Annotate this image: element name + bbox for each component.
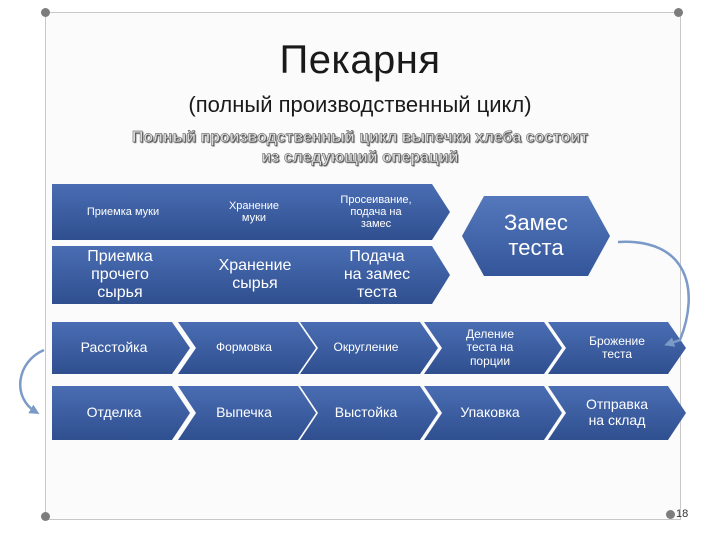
page-number: 18	[676, 508, 689, 520]
row2-step-label: Хранение сырья	[218, 257, 292, 292]
frame-corner-dot	[41, 512, 50, 521]
row3-step-label: Расстойка	[80, 339, 148, 356]
row3-step-shape	[548, 322, 686, 374]
connector-arrow-right	[617, 240, 690, 347]
row1-step-shape	[300, 184, 450, 240]
row1-step-label: Хранение муки	[228, 199, 280, 224]
frame-corner-dot	[674, 8, 683, 17]
row4-step-label: Выстойка	[334, 404, 398, 421]
kneading-hexagon	[462, 196, 610, 276]
frame-corner-dot	[41, 8, 50, 17]
row4-step-shape	[52, 386, 190, 440]
row4-step-label: Отделка	[86, 404, 142, 421]
row1-step-shape	[52, 184, 202, 240]
row3-step-shape	[178, 322, 316, 374]
intro-text: Полный производственный цикл выпечки хле…	[0, 128, 720, 168]
row3-step-label: Формовка	[216, 340, 272, 355]
intro-line-2: из следующий операций	[261, 149, 459, 166]
connector-arrow-left	[19, 348, 45, 415]
row4-step-shape	[548, 386, 686, 440]
row1-step-shape	[178, 184, 328, 240]
row3-step-shape	[52, 322, 190, 374]
row4-step-label: Упаковка	[460, 404, 520, 421]
kneading-label: Замес теста	[504, 210, 568, 260]
row3-step-shape	[424, 322, 562, 374]
row2-step-shape	[52, 246, 202, 304]
row4-step-shape	[424, 386, 562, 440]
row2-step-label: Приемка прочего сырья	[87, 248, 153, 301]
row1-step-label: Приемка муки	[86, 205, 160, 218]
intro-line-1: Полный производственный цикл выпечки хле…	[131, 129, 589, 146]
slide-subtitle: (полный производственный цикл)	[188, 92, 532, 117]
row3-step-shape	[300, 322, 438, 374]
row4-step-label: Отправка на склад	[585, 396, 649, 428]
slide-title: Пекарня	[279, 38, 441, 82]
row2-step-shape	[178, 246, 328, 304]
row1-step-label: Просеивание, подача на замес	[340, 193, 412, 231]
row4-step-label: Выпечка	[216, 404, 272, 421]
row2-step-shape	[300, 246, 450, 304]
row3-step-label: Округление	[333, 340, 399, 355]
frame-corner-dot	[666, 510, 675, 519]
row4-step-shape	[300, 386, 438, 440]
row3-step-label: Деление теста на порции	[465, 326, 515, 368]
row4-step-shape	[178, 386, 316, 440]
row2-step-label: Подача на замес теста	[343, 248, 411, 301]
row3-step-label: Брожение теста	[589, 333, 645, 361]
